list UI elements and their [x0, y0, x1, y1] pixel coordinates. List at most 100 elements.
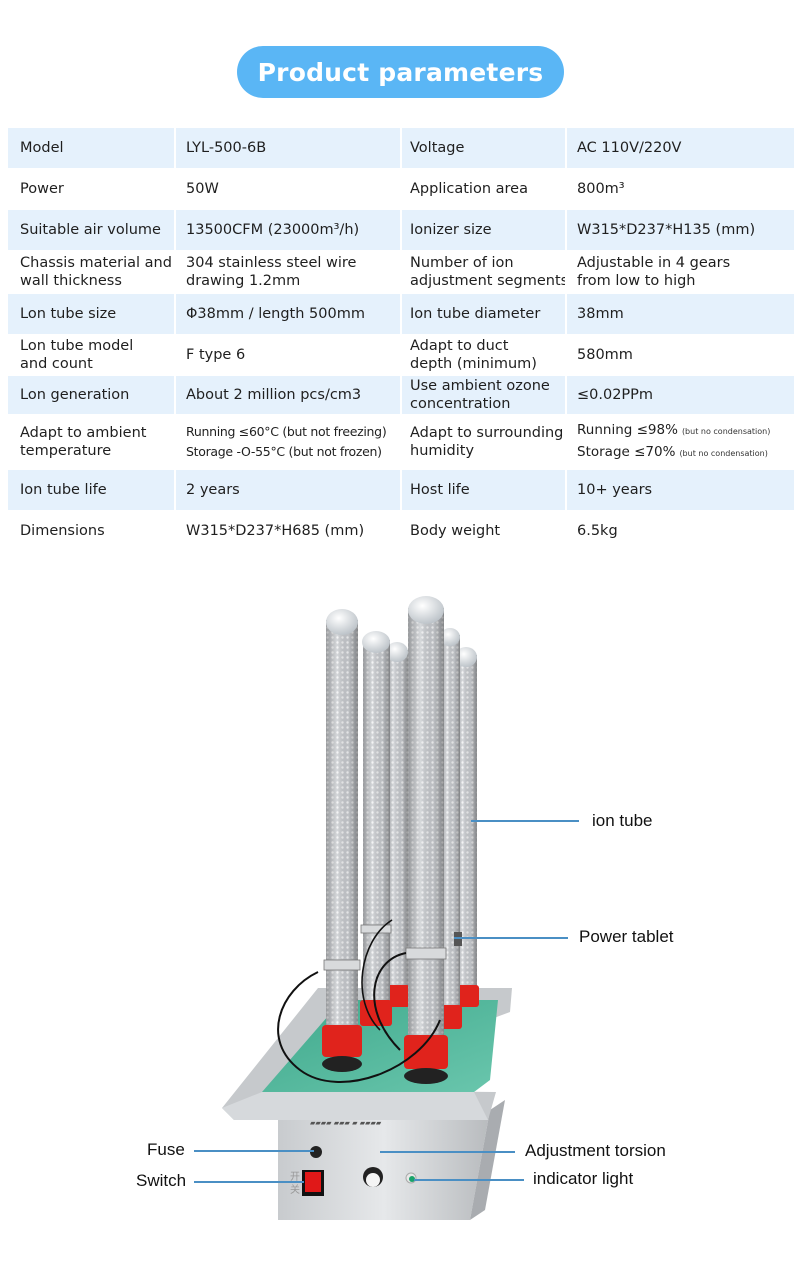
spec-text: concentration — [410, 396, 511, 412]
spec-text: Dimensions — [20, 523, 105, 539]
ion-tubes — [322, 596, 479, 1084]
callout-switch: Switch — [136, 1171, 187, 1190]
spec-text: 38mm — [577, 306, 624, 322]
spec-row: Model LYL-500-6B Voltage AC 110V/220V — [8, 128, 794, 168]
spec-value-cell: W315*D237*H135 (mm) — [567, 210, 794, 250]
spec-value2-text: ≤0.02PPm — [577, 386, 794, 404]
fuse-holder — [310, 1146, 322, 1158]
spec-text: Model — [20, 140, 64, 156]
spec-text: Lon tube model — [20, 338, 134, 354]
spec-text: Ion tube life — [20, 482, 107, 498]
spec-text: Lon generation — [20, 387, 130, 403]
spec-label1-text: Lon generation — [20, 386, 174, 404]
callout-power-tablet: Power tablet — [579, 927, 674, 946]
spec-text: Ion tube diameter — [410, 306, 541, 322]
spec-label-cell: Power — [8, 170, 174, 208]
spec-value-cell: 6.5kg — [567, 512, 794, 550]
spec-value2-text: W315*D237*H135 (mm) — [577, 221, 794, 239]
spec-label2-text: Ion tube diameter — [410, 305, 565, 323]
spec-row: Lon tube size Φ38mm / length 500mm Ion tub… — [8, 294, 794, 334]
spec-label1-text: Ion tube life — [20, 481, 174, 499]
spec-value2-text: Running ≤98%(but no condensation) — [577, 420, 794, 442]
spec-value-cell: Running ≤60°C (but not freezing)Storage … — [176, 416, 400, 468]
spec-text: LYL-500-6B — [186, 140, 267, 156]
control-box — [278, 1110, 490, 1220]
spec-text: humidity — [410, 443, 475, 459]
spec-text: 13500CFM (23000m³/h) — [186, 222, 360, 238]
spec-text: Voltage — [410, 140, 465, 156]
spec-row: Ion tube life 2 years Host life 10+ years — [8, 470, 794, 510]
spec-text: Running ≤60°C (but not freezing) — [186, 424, 387, 439]
spec-text: Number of ion — [410, 255, 514, 271]
spec-text: Adjustable in 4 gears — [577, 255, 731, 271]
spec-label1-text: Lon tube model — [20, 337, 174, 355]
spec-text: W315*D237*H685 (mm) — [186, 523, 365, 539]
spec-label-cell: Suitable air volume — [8, 210, 174, 250]
spec-value-cell: 304 stainless steel wire drawing 1.2mm — [176, 252, 400, 292]
spec-label-cell: Application area — [402, 170, 565, 208]
spec-value2-text: Adjustable in 4 gears — [577, 254, 794, 272]
spec-text: Ionizer size — [410, 222, 492, 238]
spec-label1-text: Adapt to ambient — [20, 424, 174, 442]
spec-text: 304 stainless steel wire — [186, 255, 357, 271]
callout-line-indicator — [414, 1179, 524, 1181]
spec-text: F type 6 — [186, 347, 246, 363]
spec-value1-text: 13500CFM (23000m³/h) — [186, 221, 400, 239]
spec-label-cell: Lon generation — [8, 376, 174, 414]
spec-value1-text: 304 stainless steel wire — [186, 254, 400, 272]
spec-value1-text: About 2 million pcs/cm3 — [186, 386, 400, 404]
spec-text: Φ38mm / length 500mm — [186, 306, 365, 322]
spec-value-cell: 50W — [176, 170, 400, 208]
spec-value-cell: Φ38mm / length 500mm — [176, 294, 400, 334]
spec-label1-text: Chassis material and — [20, 254, 174, 272]
spec-value1-text: 2 years — [186, 481, 400, 499]
spec-text: About 2 million pcs/cm3 — [186, 387, 362, 403]
spec-label2-text: Adapt to surrounding — [410, 424, 565, 442]
spec-label2-text: Body weight — [410, 522, 565, 540]
spec-value2-text: from low to high — [577, 272, 794, 290]
spec-text: temperature — [20, 443, 112, 459]
callout-line-power-tablet — [454, 937, 568, 939]
spec-value-cell: 2 years — [176, 470, 400, 510]
spec-label-cell: Voltage — [402, 128, 565, 168]
spec-text: 6.5kg — [577, 523, 618, 539]
spec-value2-text: AC 110V/220V — [577, 139, 794, 157]
spec-value1-text: 50W — [186, 180, 400, 198]
spec-value2-text: 6.5kg — [577, 522, 794, 540]
callout-line-adjustment — [380, 1151, 515, 1153]
spec-value-cell: 38mm — [567, 294, 794, 334]
spec-label2-text: Host life — [410, 481, 565, 499]
callout-adjustment-torsion: Adjustment torsion — [525, 1141, 666, 1160]
spec-label-cell: Ion tube diameter — [402, 294, 565, 334]
spec-text: Adapt to surrounding — [410, 425, 564, 441]
ionizer-image: ▰▰▰▰ ▰▰▰ ▰ ▰▰▰▰ — [222, 596, 512, 1220]
spec-value1-text: Φ38mm / length 500mm — [186, 305, 400, 323]
spec-value-cell: F type 6 — [176, 336, 400, 374]
spec-label-cell: Body weight — [402, 512, 565, 550]
callout-line-ion-tube — [471, 820, 579, 822]
spec-label-cell: Lon tube size — [8, 294, 174, 334]
spec-row: Suitable air volume 13500CFM (23000m³/h) I… — [8, 210, 794, 250]
spec-text: drawing 1.2mm — [186, 273, 301, 289]
spec-label2-text: Number of ion — [410, 254, 565, 272]
spec-label1-text: Model — [20, 139, 174, 157]
spec-label1-text: wall thickness — [20, 272, 174, 290]
spec-label1-text: and count — [20, 355, 174, 373]
spec-text: W315*D237*H135 (mm) — [577, 222, 756, 238]
spec-value2-text: 10+ years — [577, 481, 794, 499]
spec-value2-text: Storage ≤70%(but no condensation) — [577, 442, 794, 464]
spec-value-cell: 13500CFM (23000m³/h) — [176, 210, 400, 250]
spec-text: depth (minimum) — [410, 356, 537, 372]
spec-value2-text: 800m³ — [577, 180, 794, 198]
spec-label1-text: Dimensions — [20, 522, 174, 540]
spec-label2-text: humidity — [410, 442, 565, 460]
spec-label1-text: Power — [20, 180, 174, 198]
spec-text: wall thickness — [20, 273, 122, 289]
spec-label2-text: Ionizer size — [410, 221, 565, 239]
spec-label2-text: Application area — [410, 180, 565, 198]
spec-label1-text: temperature — [20, 442, 174, 460]
